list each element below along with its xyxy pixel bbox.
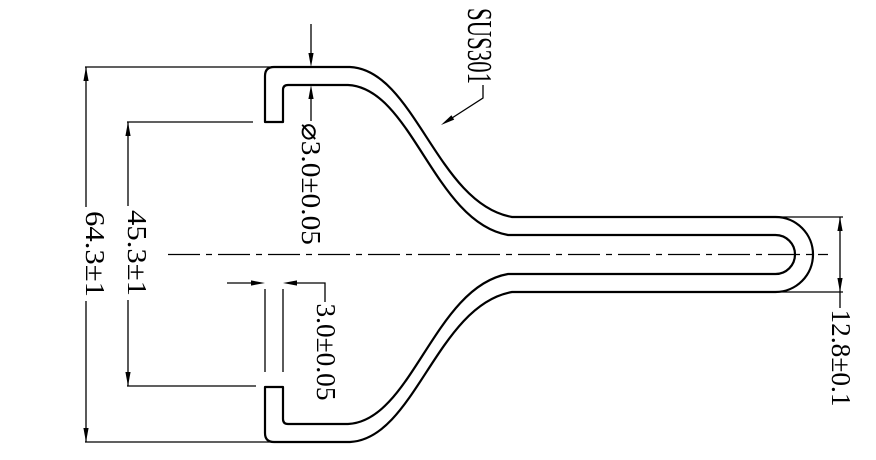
- arrowhead-up: [125, 122, 131, 136]
- dimension-value-leg-gap-height: 45.3±1: [122, 210, 152, 296]
- arrowhead-leader: [441, 115, 455, 125]
- arrowhead-down: [837, 278, 843, 292]
- leader-line: [297, 282, 326, 302]
- arrowhead-left: [283, 280, 297, 286]
- leader-line: [451, 85, 484, 119]
- dimension-value-bottom-thickness: 3.0±0.05: [311, 304, 341, 401]
- dimension-value-top-thickness: ⌀3.0±0.05: [296, 123, 326, 245]
- arrowhead-down: [83, 428, 89, 442]
- dimension-bottom-thickness: 3.0±0.05: [227, 280, 341, 401]
- material-label: SUS301: [460, 8, 499, 84]
- dimension-leg-gap-height: 45.3±1: [122, 121, 256, 387]
- dimension-overall-height: 64.3±1: [80, 66, 272, 443]
- dimension-tip-height: 12.8±0.1: [772, 216, 856, 407]
- arrowhead-up: [837, 217, 843, 231]
- dimension-value-tip-height: 12.8±0.1: [826, 310, 856, 407]
- material-callout: SUS301: [441, 8, 499, 125]
- arrowhead-up: [308, 85, 314, 99]
- arrowhead-down: [308, 53, 314, 67]
- arrowhead-up: [83, 67, 89, 81]
- arrowhead-down: [125, 372, 131, 386]
- dimension-top-thickness: ⌀3.0±0.05: [296, 24, 326, 245]
- part-outline: [263, 65, 815, 444]
- dimension-value-overall-height: 64.3±1: [80, 211, 110, 297]
- arrowhead-right: [251, 280, 265, 286]
